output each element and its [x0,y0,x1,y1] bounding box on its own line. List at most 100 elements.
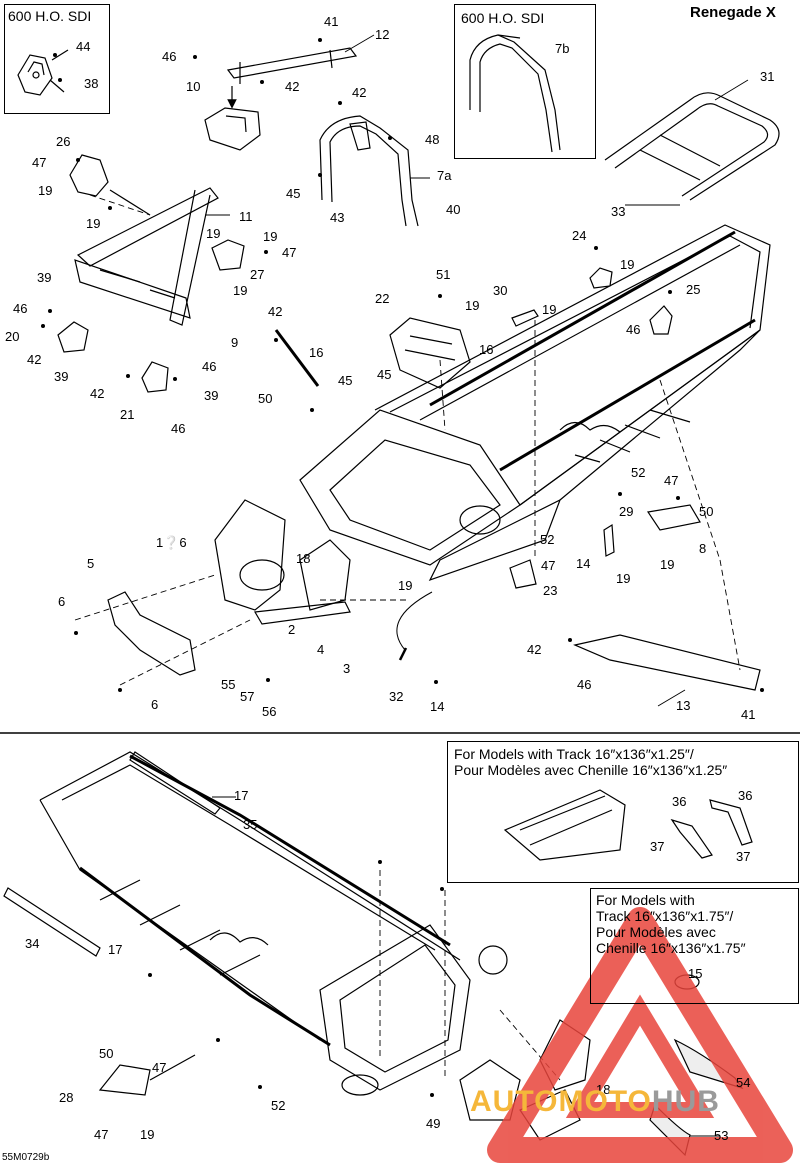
callout-number: 46 [626,322,641,337]
track175-line2: Track 16″x136″x1.75″/ [596,908,734,924]
callout-number: 50 [99,1046,114,1061]
callout-number: 37 [736,849,751,864]
callout-number: 36 [672,794,687,809]
callout-number: 16 [479,342,494,357]
tunnel-upper [299,224,771,582]
callout-number: 55 [221,677,236,692]
bracket-21 [141,361,169,393]
callout-number: 12 [375,27,390,42]
rail-34 [3,887,101,957]
track125-line2: Pour Modèles avec Chenille 16″x136″x1.25… [454,762,728,778]
callout-number: 16 [309,345,324,360]
callout-number: 17 [234,788,249,803]
callout-number: 56 [262,704,277,719]
callout-number: 5 [87,556,95,571]
callout-number: 2 [288,622,296,637]
callout-number: 39 [54,369,69,384]
callout-number: 13 [676,698,691,713]
bracket-25 [649,305,673,335]
callout-number: 18 [596,1082,611,1097]
callout-number: 38 [84,76,99,91]
plate-29 [646,504,701,531]
watermark-text: AUTOMOTOHUB [470,1085,720,1119]
callout-number: 53 [714,1128,729,1143]
callout-number: 42 [27,352,42,367]
callout-number: 57 [240,689,255,704]
watermark-logo [487,907,793,1163]
callout-number: 51 [436,267,451,282]
callout-number: 19 [263,229,278,244]
callout-number: 30 [493,283,508,298]
callout-number: 37 [650,839,665,854]
callout-number: 19 [206,226,221,241]
callout-number: 44 [76,39,91,54]
callout-number: 54 [736,1075,751,1090]
strut-9 [274,329,320,387]
callout-number: 46 [162,49,177,64]
bracket-30 [511,309,539,327]
callout-number: 21 [120,407,135,422]
callout-number: 24 [572,228,587,243]
callout-number: 27 [250,267,265,282]
bracket-26 [69,154,109,197]
callout-number: 47 [541,558,556,573]
a-frame-11 [76,187,219,267]
callout-number: 47 [282,245,297,260]
callout-number: 26 [56,134,71,149]
rail-35 [129,751,221,815]
callout-number: 39 [204,388,219,403]
callout-number: 4 [317,642,325,657]
bracket-44 [17,54,53,96]
callout-number: 14 [430,699,445,714]
callout-number: 23 [543,583,558,598]
drawing-code: 55M0729b [2,1152,50,1163]
callout-number: 40 [446,202,461,217]
callout-number: 41 [324,14,339,29]
bracket-23 [509,559,537,589]
callout-number: 47 [152,1060,167,1075]
callout-number: 14 [576,556,591,571]
callout-number: 46 [202,359,217,374]
bracket-1-6 [214,499,286,611]
callout-number: 47 [94,1127,109,1142]
callout-number: 1❔6 [156,535,187,550]
callout-number: 48 [425,132,440,147]
callout-number: 25 [686,282,701,297]
inset-track-175: For Models with Track 16″x136″x1.75″/ Po… [590,888,799,1004]
bracket-24 [589,267,613,289]
callout-number: 33 [611,204,626,219]
callout-number: 31 [760,69,775,84]
bracket-22 [389,317,471,389]
tunnel-lower [39,751,471,1096]
callout-number: 28 [59,1090,74,1105]
callout-number: 11 [239,209,253,224]
callout-number: 42 [527,642,542,657]
callout-number: 19 [616,571,631,586]
inset-600ho-left: 600 H.O. SDI [4,4,110,114]
callout-number: 19 [398,578,413,593]
callout-number: 32 [389,689,404,704]
callout-number: 43 [330,210,345,225]
model-title: Renegade X [690,4,776,21]
callout-number: 3 [343,661,351,676]
track125-line1: For Models with Track 16″x136″x1.25″/ [454,746,694,762]
inset-600ho-mid: 600 H.O. SDI [454,4,596,159]
callout-number: 9 [231,335,239,350]
callout-number: 19 [465,298,480,313]
callout-number: 49 [426,1116,441,1131]
callout-number: 19 [86,216,101,231]
callout-number: 29 [619,504,634,519]
bumper-31 [604,92,780,201]
support-7b [469,34,561,151]
callout-number: 45 [377,367,392,382]
callout-number: 45 [338,373,353,388]
inset-track-125: For Models with Track 16″x136″x1.25″/ Po… [447,741,799,883]
callout-number: 35 [243,817,258,832]
bracket-8 [603,523,615,557]
slide-36a [670,818,713,859]
callout-number: 19 [233,283,248,298]
watermark-hub: HUB [651,1085,720,1118]
callout-number: 18 [296,551,311,566]
callout-number: 22 [375,291,390,306]
